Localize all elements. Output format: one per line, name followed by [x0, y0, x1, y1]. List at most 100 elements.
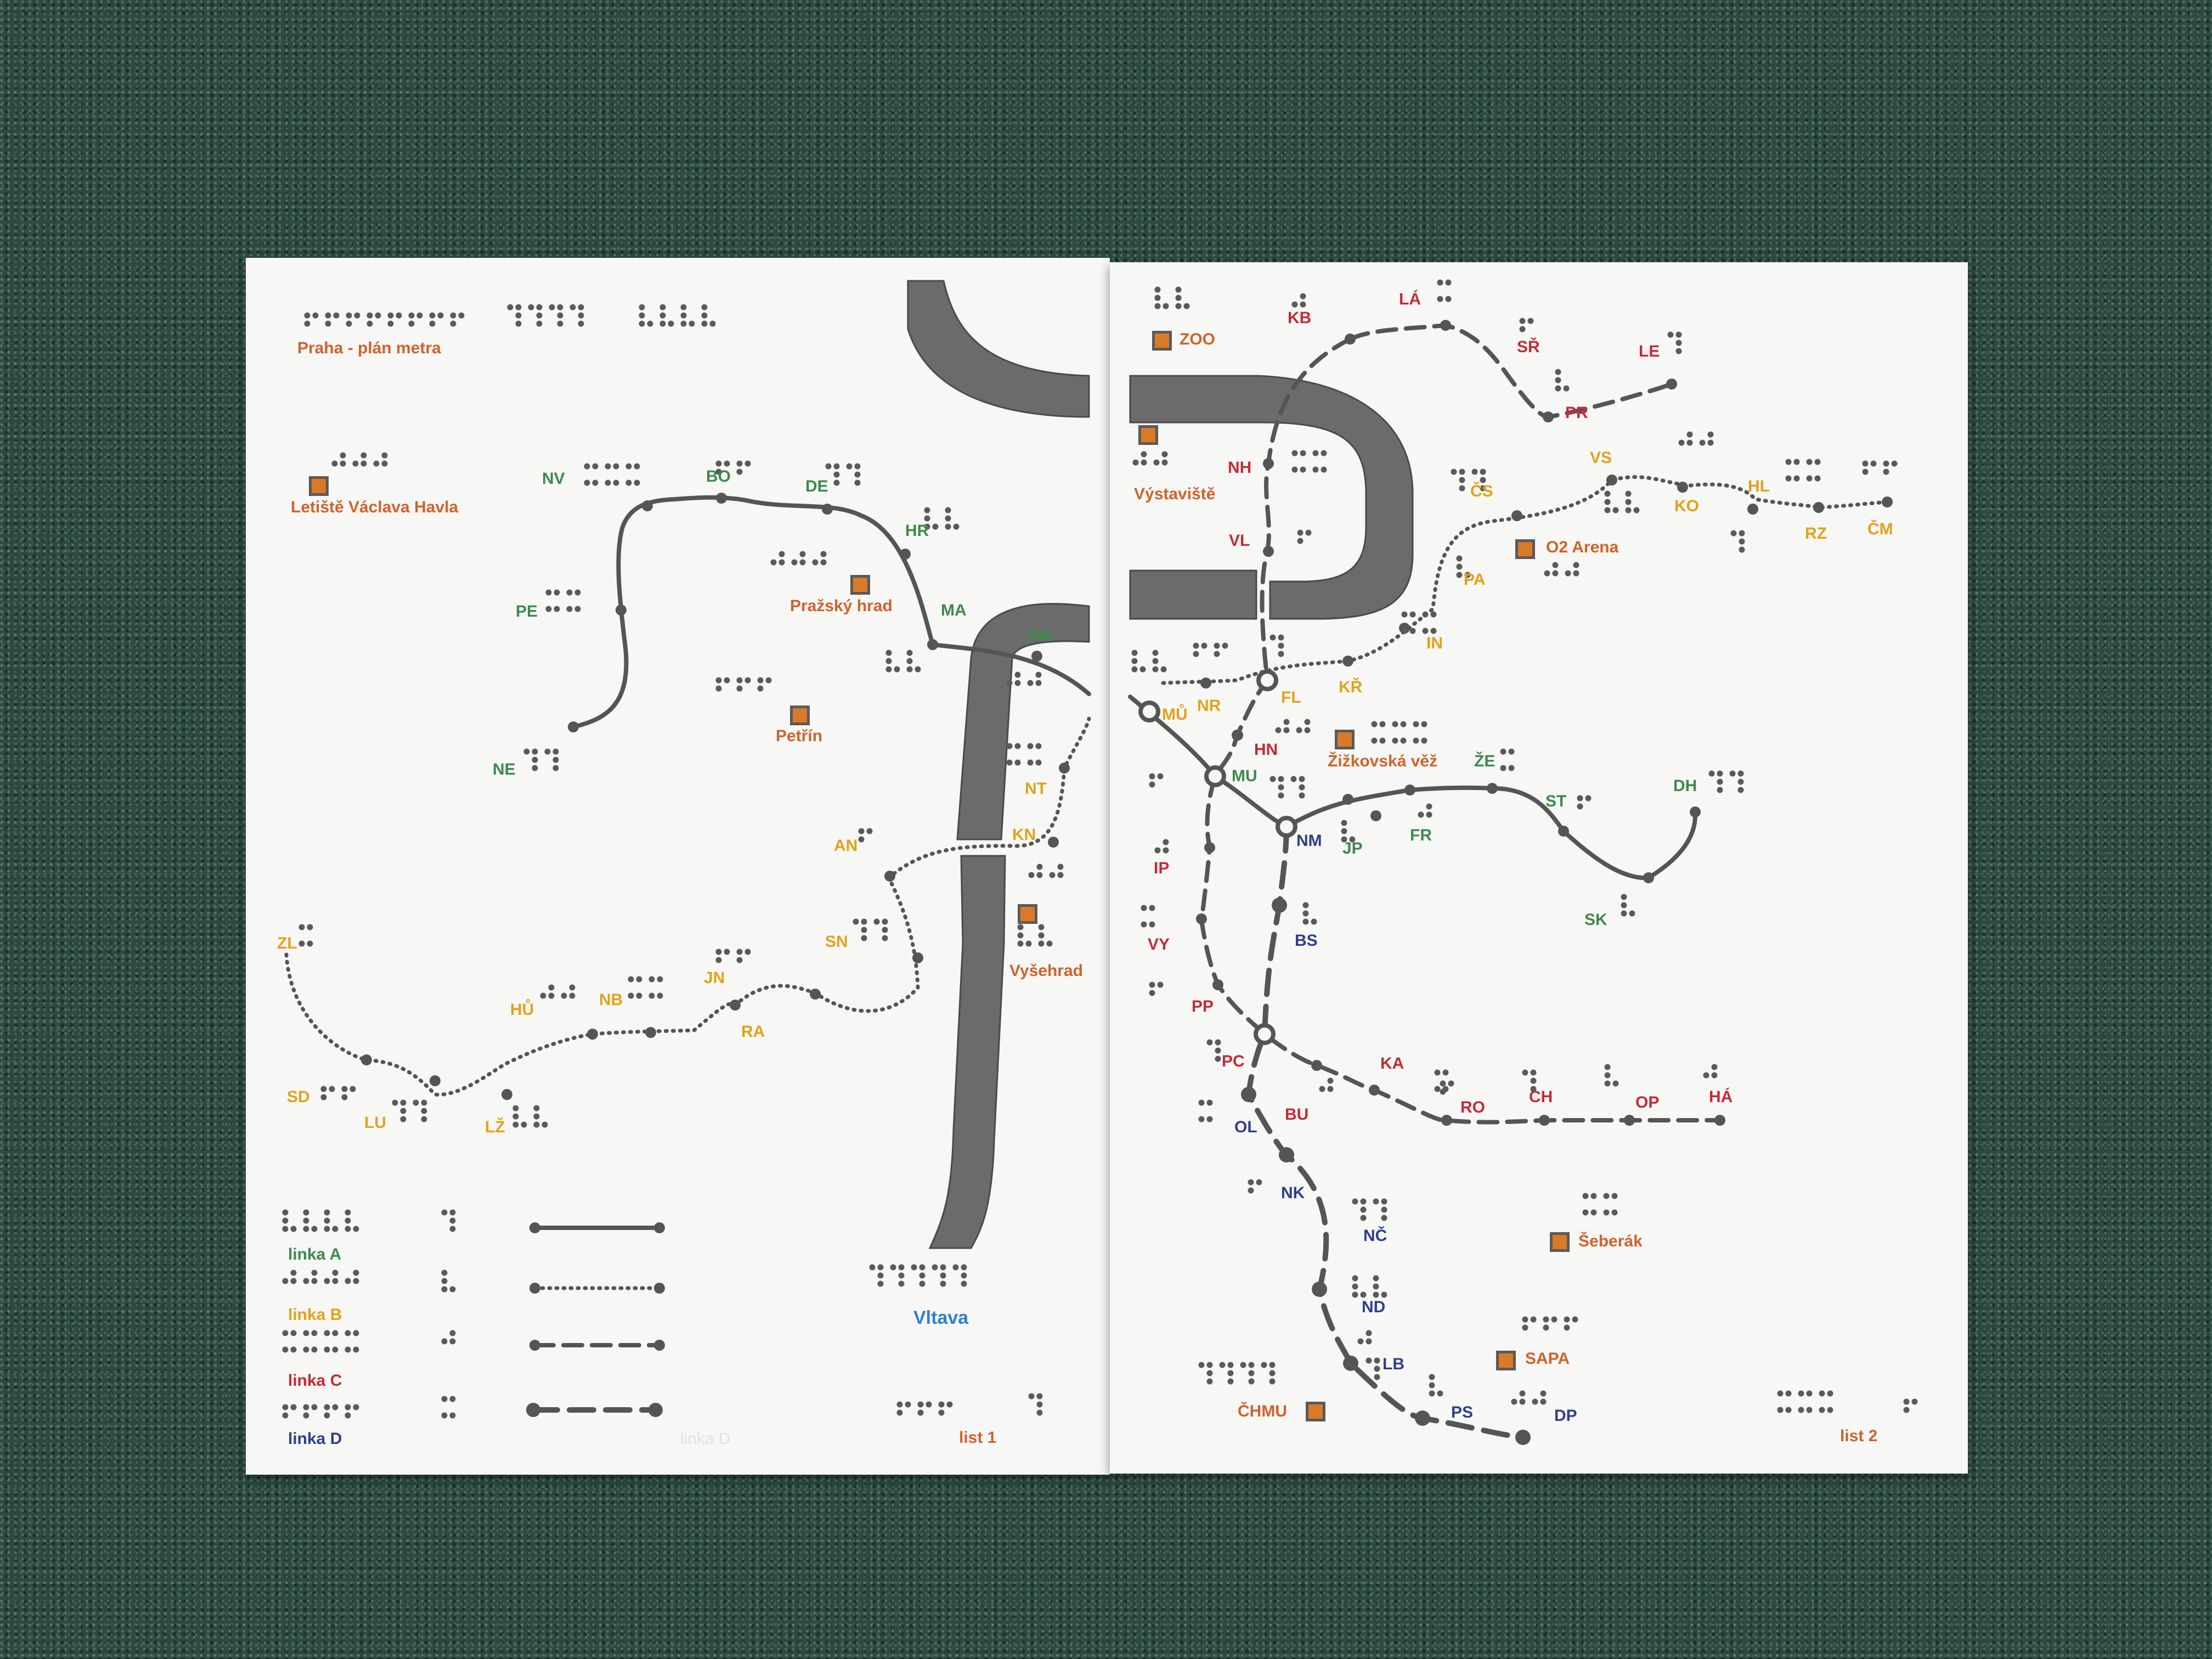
braille-dot [1708, 770, 1715, 777]
braille-dot [345, 1278, 351, 1284]
braille-dot [320, 1086, 327, 1092]
braille-dot [1552, 570, 1559, 577]
braille-dot [552, 765, 559, 771]
braille-dot [715, 469, 722, 475]
station-label-pr: PR [1565, 404, 1588, 422]
braille-dot [340, 460, 346, 467]
braille-dot [1429, 1382, 1435, 1389]
braille-dot [1374, 1357, 1380, 1364]
braille-dot [1456, 563, 1463, 570]
braille-dot [578, 312, 584, 319]
braille-dot [441, 1278, 448, 1284]
braille-dot [1456, 555, 1463, 562]
braille-dot [1206, 1116, 1213, 1122]
braille-dot [890, 1264, 896, 1271]
braille-dot [441, 1412, 448, 1419]
braille-dot [628, 976, 634, 983]
braille-dot [400, 1108, 407, 1114]
braille-dot [304, 312, 311, 319]
braille-dot [689, 320, 695, 327]
braille-dot [1341, 828, 1347, 834]
braille-dot [1283, 719, 1290, 725]
braille-dot [854, 479, 861, 486]
braille-dot [1422, 611, 1429, 618]
station-label-lz: LŽ [485, 1118, 505, 1136]
braille-dot [1442, 1069, 1449, 1076]
braille-dot [360, 460, 367, 467]
braille-dot [1206, 1370, 1213, 1376]
station-label-rz: RZ [1805, 524, 1827, 543]
braille-dot [1552, 562, 1559, 568]
braille-dot [421, 1099, 427, 1106]
braille-dot [1269, 1362, 1276, 1368]
braille-dot [1739, 538, 1745, 545]
braille-dot [1633, 507, 1640, 514]
braille-dot [1555, 385, 1561, 392]
braille-dot [545, 589, 552, 596]
braille-dot [1392, 737, 1398, 744]
braille-dot [639, 320, 645, 327]
station-label-hr: HR [905, 522, 929, 540]
braille-dot [1214, 642, 1220, 649]
braille-dot [1327, 1077, 1334, 1084]
landmark-icon-o2 [1515, 539, 1535, 559]
braille-dot [924, 507, 930, 514]
braille-dot [1519, 318, 1526, 324]
braille-dot [449, 1226, 456, 1232]
braille-dot [1381, 1198, 1387, 1205]
station-label-hu: HŮ [510, 1001, 534, 1019]
braille-dot [345, 1217, 351, 1224]
braille-dot [1365, 1338, 1372, 1345]
braille-dot [1198, 1099, 1205, 1106]
braille-dot [1131, 650, 1138, 656]
braille-dot [298, 940, 305, 947]
braille-dot [578, 320, 584, 327]
braille-dot [554, 589, 560, 596]
station-label-vl: VL [1229, 532, 1250, 550]
braille-dot [332, 1330, 338, 1336]
station-label-ha: HÁ [1709, 1088, 1733, 1106]
braille-dot [1577, 803, 1583, 810]
braille-dot [1163, 303, 1169, 309]
braille-dot [1540, 1390, 1547, 1397]
poi-label-zizkov: Žižkovská věž [1328, 752, 1438, 770]
braille-dot [915, 666, 921, 673]
braille-dot [282, 1217, 289, 1224]
braille-dot [1296, 727, 1302, 733]
braille-dot [1459, 469, 1465, 475]
braille-dot [1603, 1209, 1610, 1216]
braille-dot [736, 677, 743, 684]
braille-dot [413, 1099, 419, 1106]
station-label-pc: PC [1222, 1052, 1245, 1070]
braille-dot [1519, 326, 1526, 332]
braille-dot [523, 748, 530, 755]
braille-dot [375, 312, 381, 319]
braille-dot [605, 479, 611, 486]
braille-dot [1611, 1209, 1618, 1216]
braille-dot [648, 976, 655, 983]
braille-dot [536, 312, 543, 319]
braille-dot [680, 304, 687, 311]
braille-dot [449, 1286, 456, 1293]
braille-dot [366, 312, 373, 319]
braille-dot [778, 559, 785, 566]
braille-dot [1017, 932, 1024, 939]
braille-dot [584, 463, 590, 470]
station-label-in: IN [1426, 634, 1443, 652]
braille-dot [1141, 459, 1147, 466]
landmark-icon-zoo [1152, 331, 1172, 351]
station-label-sd: SD [287, 1088, 310, 1106]
station-label-nr: NR [1197, 697, 1221, 715]
braille-dot [1891, 460, 1898, 467]
braille-dot [1437, 296, 1443, 302]
braille-dot [1604, 490, 1611, 497]
braille-dot [1711, 1064, 1718, 1070]
line-c [1199, 323, 1722, 1125]
braille-dot [1737, 778, 1744, 785]
station-label-jp: JP [1342, 839, 1363, 857]
landmark-icon-sapa [1496, 1351, 1516, 1370]
braille-dot [1437, 279, 1443, 286]
station-label-nm: NM [1296, 832, 1322, 850]
braille-dot [1426, 811, 1432, 818]
braille-dot [659, 320, 666, 327]
